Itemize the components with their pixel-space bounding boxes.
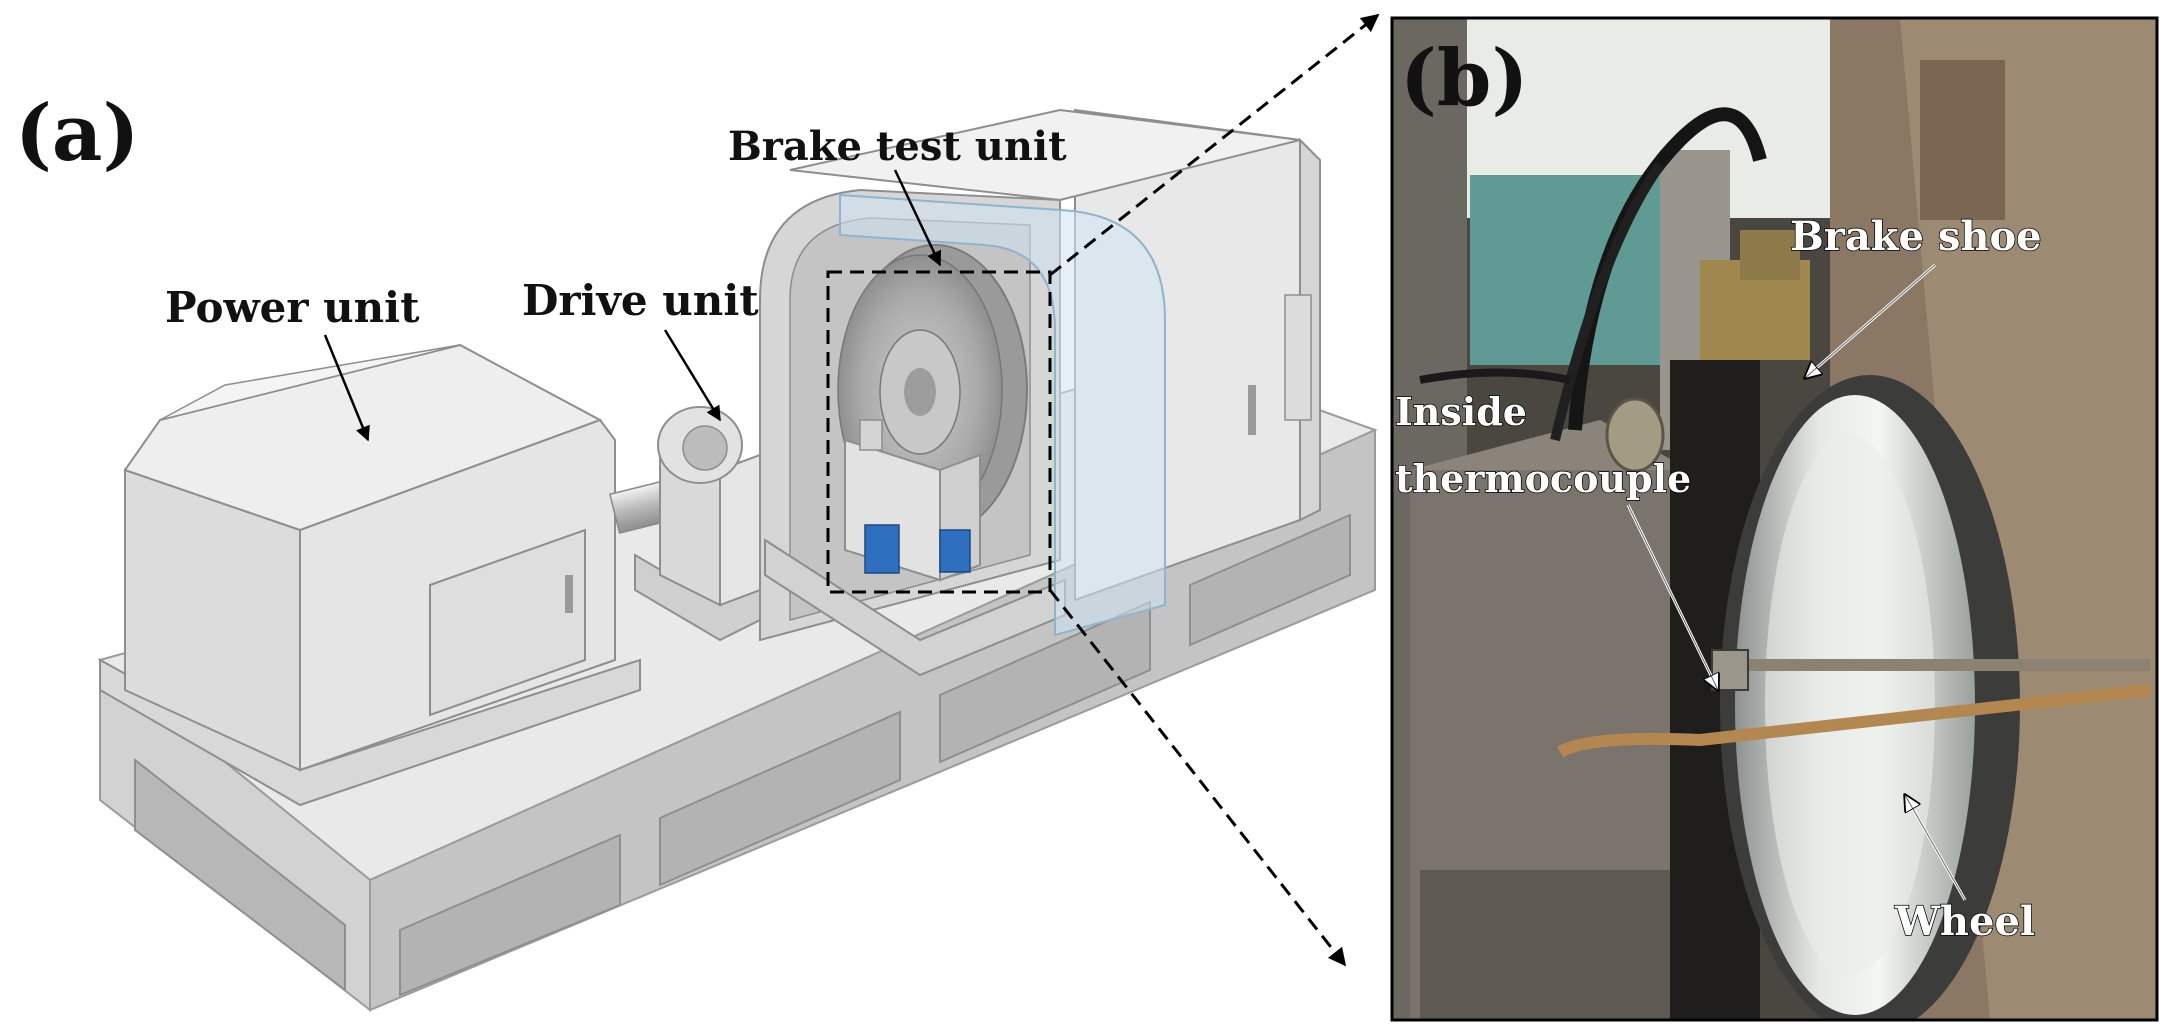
callout-drive-unit: Drive unit xyxy=(522,276,759,325)
callout-brake-test-unit: Brake test unit xyxy=(728,123,1067,170)
callout-inside-thermocouple-line2: thermocouple xyxy=(1395,456,1691,501)
callout-inside-thermocouple-line1: Inside xyxy=(1395,389,1527,434)
drive-unit xyxy=(634,406,781,642)
panel-a-label: (a) xyxy=(15,88,139,179)
zoom-line-top xyxy=(1049,13,1380,277)
zoom-region-box xyxy=(826,270,1052,594)
arrow-inside-thermocouple-outline xyxy=(1627,504,1719,691)
callout-power-unit: Power unit xyxy=(165,283,420,332)
zoom-line-bottom xyxy=(1048,589,1347,967)
arrow-drive-unit xyxy=(663,329,722,422)
photo-border xyxy=(1390,16,2159,1022)
callout-wheel: Wheel xyxy=(1894,898,2035,945)
callout-brake-shoe: Brake shoe xyxy=(1790,213,2042,260)
arrow-power-unit xyxy=(323,334,370,442)
arrow-brake-test-unit xyxy=(893,169,942,267)
arrow-brake-shoe-outline xyxy=(1804,264,1936,379)
brake-clamp xyxy=(844,419,981,582)
arrow-wheel-outline xyxy=(1904,794,1966,901)
panel-a: (a) Brake test unit Power unit Drive uni… xyxy=(15,13,1380,1013)
panel-b-label: (b) xyxy=(1400,33,1528,124)
glass-cover xyxy=(839,193,1166,637)
panel-b: (b) Brake shoe Inside thermocouple Wheel xyxy=(1390,16,2159,1022)
